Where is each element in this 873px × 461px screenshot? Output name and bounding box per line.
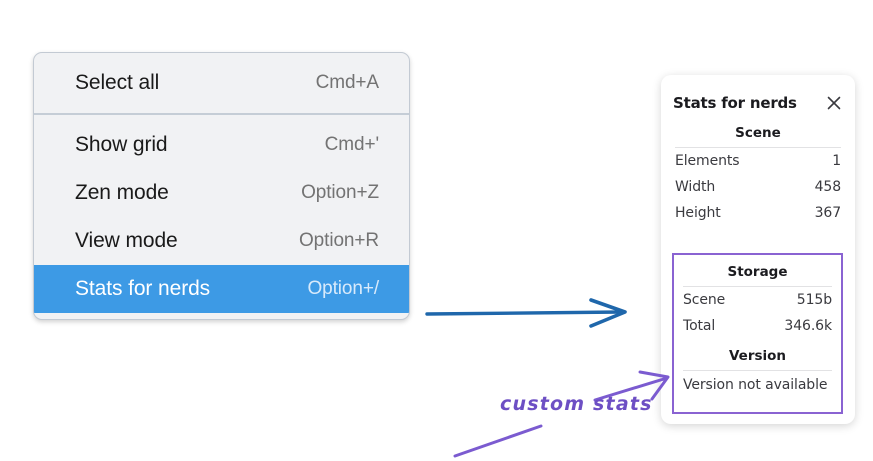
stat-row-width: Width 458 [673,174,843,200]
stat-key: Height [675,205,721,221]
menu-item-select-all[interactable]: Select all Cmd+A [34,59,409,107]
menu-item-label: Select all [75,71,160,94]
stat-key: Total [683,318,716,334]
purple-underline-stroke [453,424,543,458]
section-title-version: Version [728,348,787,364]
context-menu: Select all Cmd+A Show grid Cmd+' Zen mod… [33,52,410,320]
stat-value: 458 [814,179,842,195]
menu-item-shortcut: Option+Z [301,182,379,203]
menu-item-label: View mode [75,229,178,252]
menu-item-label: Stats for nerds [75,277,211,300]
menu-item-stats-for-nerds[interactable]: Stats for nerds Option+/ [34,265,409,313]
stat-key: Width [675,179,716,195]
stat-value: 1 [832,153,841,169]
stat-value: 515b [796,292,832,308]
blue-arrow-icon [425,298,627,328]
stats-panel: Stats for nerds Scene Elements 1 Width 4… [661,75,855,424]
menu-item-view-mode[interactable]: View mode Option+R [34,217,409,265]
section-title-storage: Storage [727,264,788,280]
menu-item-shortcut: Cmd+' [324,134,379,155]
stat-row-storage-total: Total 346.6k [681,313,834,339]
menu-item-zen-mode[interactable]: Zen mode Option+Z [34,169,409,217]
menu-item-show-grid[interactable]: Show grid Cmd+' [34,121,409,169]
close-icon[interactable] [825,94,843,112]
menu-item-label: Zen mode [75,181,169,204]
menu-group-2: Show grid Cmd+' Zen mode Option+Z View m… [34,113,409,319]
stat-value: 346.6k [784,318,832,334]
stat-key: Scene [683,292,726,308]
section-divider [675,147,841,148]
menu-item-shortcut: Option+R [299,230,379,251]
custom-stats-highlight-box: Storage Scene 515b Total 346.6k Version … [672,253,843,414]
menu-item-label: Show grid [75,133,168,156]
menu-group-1: Select all Cmd+A [34,53,409,113]
menu-item-shortcut: Cmd+A [315,72,379,93]
section-divider [683,370,832,371]
stat-key: Elements [675,153,740,169]
stat-row-height: Height 367 [673,200,843,226]
stat-row-elements: Elements 1 [673,148,843,174]
stat-row-version-value: Version not available [683,377,828,393]
stat-value: 367 [814,205,842,221]
stats-panel-header: Stats for nerds [673,87,843,116]
annotation-label-custom-stats: custom stats [500,393,653,415]
section-divider [683,286,832,287]
menu-item-shortcut: Option+/ [307,278,379,299]
stat-row-storage-scene: Scene 515b [681,287,834,313]
stats-panel-title: Stats for nerds [673,94,797,112]
section-title-scene: Scene [735,125,781,141]
